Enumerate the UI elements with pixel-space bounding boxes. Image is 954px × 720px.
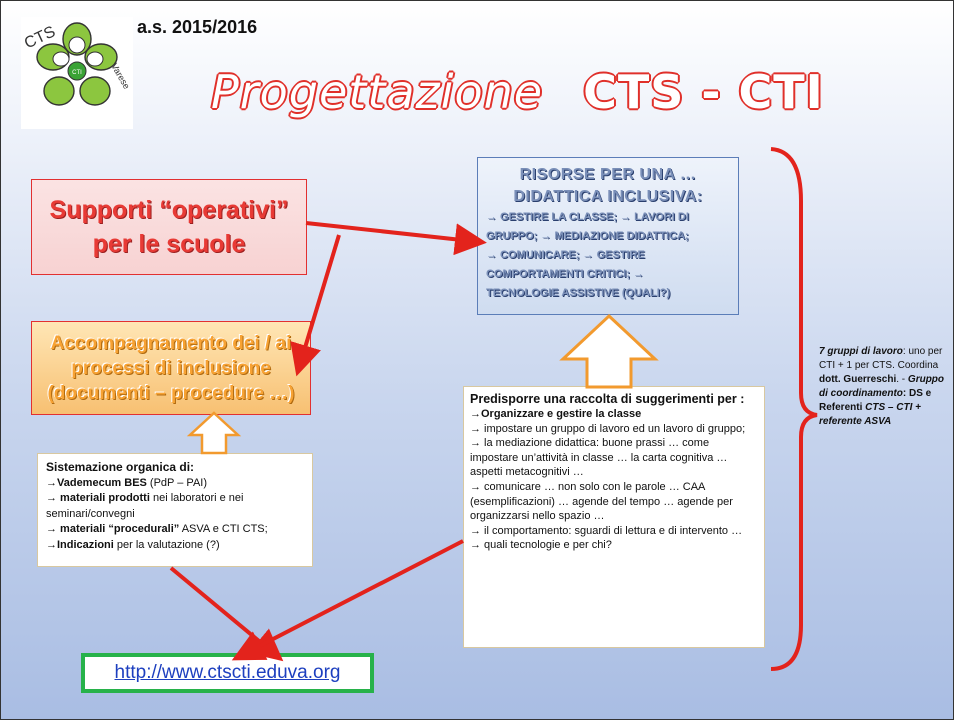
gruppi-note: 7 gruppi di lavoro: uno per CTI + 1 per … bbox=[819, 345, 947, 429]
title-main: Progettazione bbox=[211, 65, 544, 119]
title-cts: CTS - CTI bbox=[583, 65, 824, 119]
accompagnamento-line2: processi di inclusione bbox=[71, 357, 271, 379]
up-arrow-sistemazione-icon bbox=[186, 411, 242, 455]
risorse-line1: → GESTIRE LA CLASSE; → LAVORI DI bbox=[486, 211, 689, 223]
supporti-line2: per le scuole bbox=[92, 230, 246, 258]
accompagnamento-line3: (documenti – procedure …) bbox=[47, 382, 295, 404]
up-arrow-raccolta-icon bbox=[559, 313, 659, 389]
item-text: ASVA e CTI CTS; bbox=[179, 523, 268, 535]
supporti-text: Supporti “operativi” per le scuole bbox=[50, 193, 289, 261]
item-text: nei laboratori e nei seminari/convegni bbox=[46, 492, 244, 520]
arrow-supporti-risorse bbox=[305, 221, 487, 256]
item-text: (PdP – PAI) bbox=[146, 476, 207, 489]
risorse-box: RISORSE PER UNA … DIDATTICA INCLUSIVA: →… bbox=[477, 157, 739, 315]
page-title: Progettazione CTS - CTI bbox=[211, 65, 824, 119]
raccolta-item: → la mediazione didattica: buone prassi … bbox=[470, 437, 728, 479]
risorse-title1: RISORSE PER UNA … bbox=[519, 166, 697, 183]
arrow-supporti-accompagnamento bbox=[290, 234, 341, 377]
logo-cti-text: CTI bbox=[72, 70, 82, 76]
item-bold: →Vademecum BES bbox=[46, 476, 147, 489]
raccolta-item: → impostare un gruppo di lavoro ed un la… bbox=[470, 422, 746, 435]
accompagnamento-box: Accompagnamento dei / ai processi di inc… bbox=[31, 321, 311, 415]
item-text: per la valutazione (?) bbox=[113, 538, 220, 551]
raccolta-item: →Organizzare e gestire la classe bbox=[470, 408, 642, 420]
flower-logo-icon: CTI CTS Varese bbox=[22, 22, 132, 106]
gruppi-ds: : DS e Referenti bbox=[819, 388, 932, 413]
raccolta-box: Predisporre una raccolta di suggerimenti… bbox=[463, 386, 765, 648]
website-link-box: http://www.ctscti.eduva.org bbox=[81, 653, 374, 693]
sistemazione-heading: Sistemazione organica di: bbox=[46, 460, 195, 474]
sistemazione-item-procedurali: → materiali “procedurali” ASVA e CTI CTS… bbox=[46, 522, 304, 538]
gruppi-referenti: CTS – CTI + referente ASVA bbox=[819, 402, 921, 427]
raccolta-item: → comunicare … non solo con le parole … … bbox=[470, 480, 733, 523]
sistemazione-item-indicazioni: →Indicazioni per la valutazione (?) bbox=[46, 538, 304, 554]
raccolta-heading: Predisporre una raccolta di suggerimenti… bbox=[470, 392, 745, 406]
accompagnamento-line1: Accompagnamento dei / ai bbox=[50, 332, 292, 354]
arrow-raccolta-link bbox=[231, 539, 464, 661]
cts-logo: CTI CTS Varese bbox=[21, 17, 133, 129]
sistemazione-item-vademecum: →Vademecum BES (PdP – PAI) bbox=[46, 476, 304, 492]
item-bold: → materiali “procedurali” bbox=[46, 523, 180, 535]
website-link[interactable]: http://www.ctscti.eduva.org bbox=[114, 662, 341, 683]
raccolta-item: → il comportamento: sguardi di lettura e… bbox=[470, 524, 743, 537]
gruppi-coordinator: dott. Guerreschi bbox=[819, 374, 897, 385]
risorse-line3: → COMUNICARE; → GESTIRE bbox=[486, 249, 645, 261]
supporti-box: Supporti “operativi” per le scuole bbox=[31, 179, 307, 275]
risorse-line2: GRUPPO; → MEDIAZIONE DIDATTICA; bbox=[486, 230, 689, 242]
accompagnamento-text: Accompagnamento dei / ai processi di inc… bbox=[47, 331, 294, 406]
gruppi-sep: . - bbox=[896, 374, 908, 385]
item-bold: → materiali prodotti bbox=[46, 492, 150, 504]
sistemazione-box: Sistemazione organica di: →Vademecum BES… bbox=[37, 453, 313, 567]
gruppi-coord-label: Gruppo di coordinamento bbox=[819, 374, 945, 399]
risorse-line5: TECNOLOGIE ASSISTIVE (QUALI?) bbox=[486, 287, 671, 299]
brace-icon bbox=[770, 147, 818, 671]
gruppi-text: : uno per CTI + 1 per CTS. Coordina bbox=[819, 346, 943, 371]
supporti-line1: Supporti “operativi” bbox=[49, 196, 289, 224]
sistemazione-item-materiali: → materiali prodotti nei laboratori e ne… bbox=[46, 491, 304, 522]
raccolta-item: → quali tecnologie e per chi? bbox=[470, 539, 612, 552]
arrow-sistemazione-link bbox=[169, 566, 284, 662]
item-bold: →Indicazioni bbox=[46, 538, 114, 551]
risorse-title2: DIDATTICA INCLUSIVA: bbox=[513, 188, 703, 205]
gruppi-count: 7 gruppi di lavoro bbox=[819, 346, 903, 357]
school-year: a.s. 2015/2016 bbox=[137, 17, 258, 37]
risorse-line4: COMPORTAMENTI CRITICI; → bbox=[486, 268, 645, 280]
